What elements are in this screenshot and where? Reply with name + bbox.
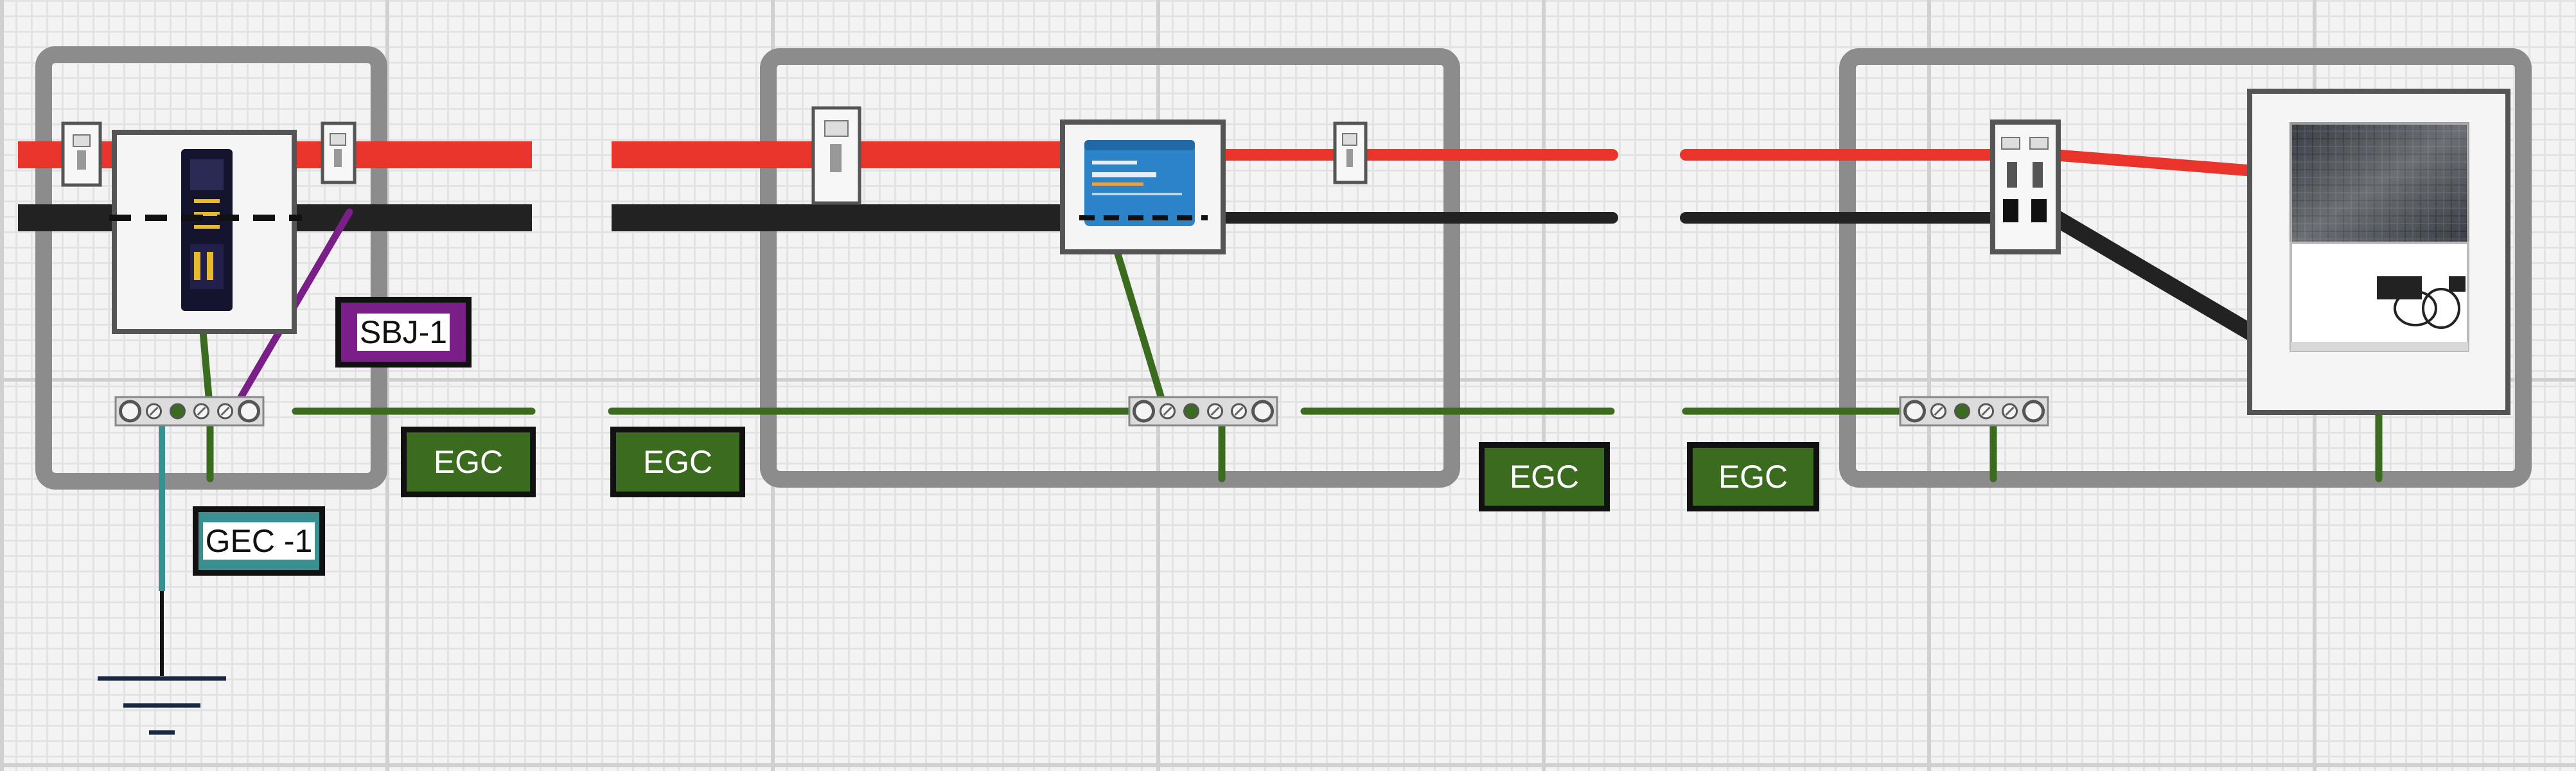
egc-label-b: EGC [610,427,745,497]
egc-label-a-text: EGC [433,444,504,480]
screw-terminal-icon [170,403,186,420]
screw-terminal-icon [238,400,260,423]
battery-monitor-box [109,130,302,334]
gec-1-text: GEC -1 [202,522,315,560]
screw-terminal-icon [1251,400,1274,423]
negative-conductors [18,204,2262,342]
dc-dc-charger-box [1060,120,1226,254]
screw-terminal-icon [2022,400,2045,423]
screw-terminal-icon [1954,403,1970,420]
sbj-1-label: SBJ-1 [335,297,472,368]
screw-terminal-icon [119,400,141,423]
ground-bar-2 [1128,396,1278,427]
enclosure-2 [760,48,1460,488]
screw-slot-icon [1234,406,1244,416]
screw-slot-icon [2005,406,2015,416]
screw-slot-icon [149,406,159,416]
breaker-3[interactable] [811,106,861,205]
breaker-4[interactable] [1333,121,1368,184]
egc-label-c: EGC [1479,442,1610,511]
enclosure-3 [1839,48,2532,488]
egc-label-d: EGC [1687,442,1819,511]
egc-label-d-text: EGC [1718,459,1788,495]
egc-label-a: EGC [401,427,536,497]
screw-terminal-icon [1133,400,1155,423]
ground-bar-3 [1899,396,2049,427]
breaker-1[interactable] [61,121,102,187]
screw-slot-icon [1210,406,1220,416]
egc-label-c-text: EGC [1509,459,1580,495]
screw-slot-icon [1163,406,1172,416]
screw-slot-icon [197,406,206,416]
earth-ground-icon [98,676,226,735]
breaker-2[interactable] [321,121,357,184]
double-pole-breaker[interactable] [1990,120,2061,254]
solar-panel-box [2247,89,2510,415]
ground-bar-1 [114,396,265,427]
screw-slot-icon [1981,406,1991,416]
screw-slot-icon [220,406,230,416]
screw-terminal-icon [1903,400,1926,423]
screw-slot-icon [1934,406,1943,416]
egc-conductors [199,229,2383,483]
gec-1-label: GEC -1 [193,506,325,576]
egc-label-b-text: EGC [642,444,713,480]
screw-terminal-icon [1183,403,1199,420]
sbj-1-text: SBJ-1 [357,314,450,351]
